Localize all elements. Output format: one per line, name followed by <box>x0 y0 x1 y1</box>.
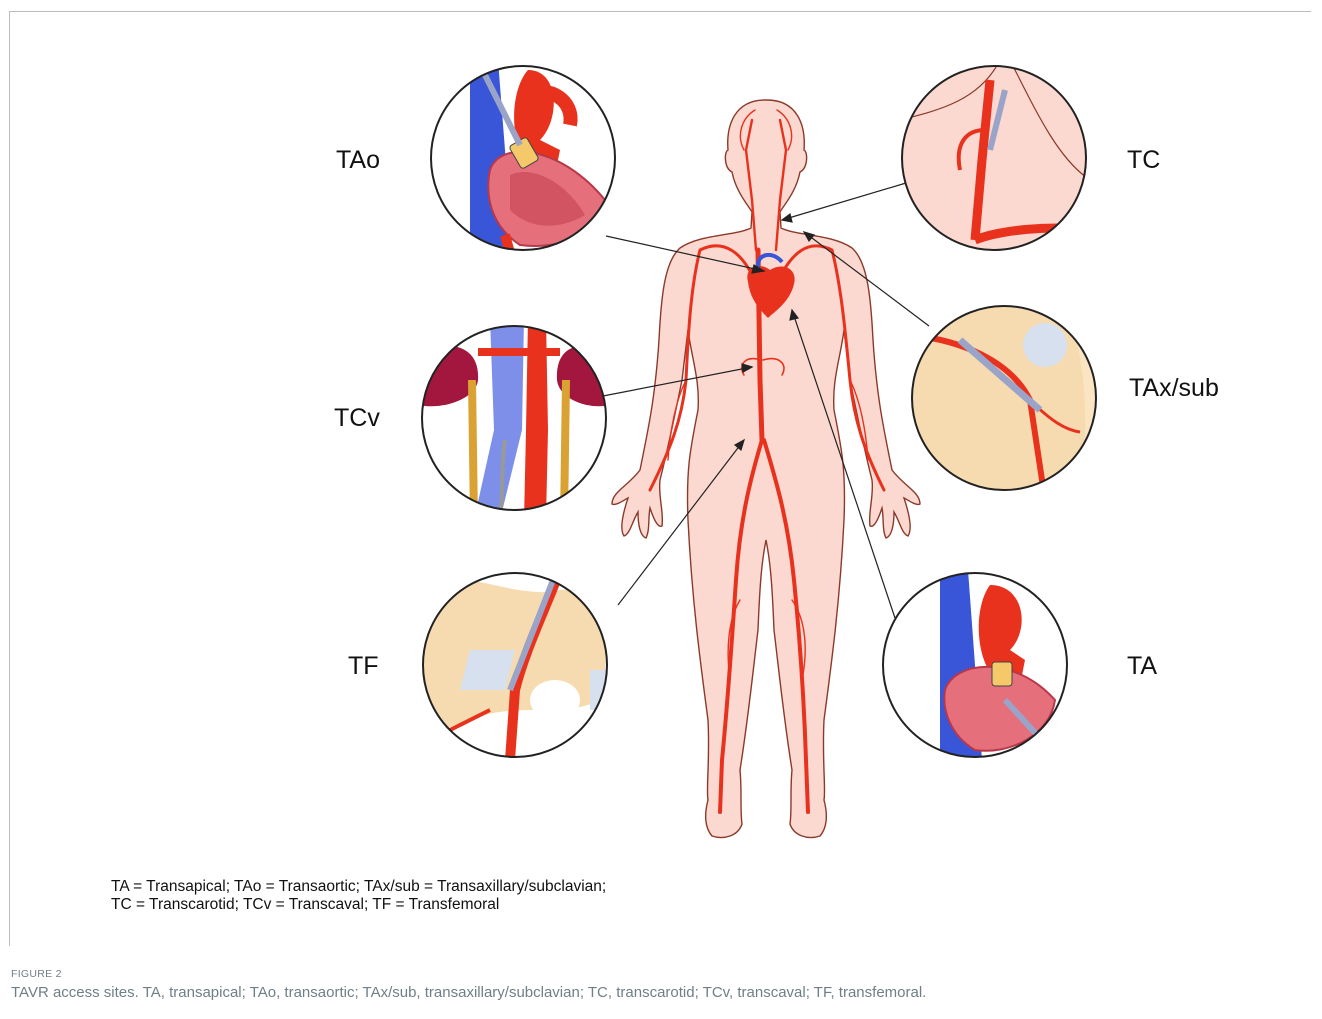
label-taxsub: TAx/sub <box>1129 374 1219 403</box>
inset-ta <box>880 570 1070 770</box>
figure-caption: TAVR access sites. TA, transapical; TAo,… <box>11 984 926 1001</box>
inset-tcv <box>420 318 610 520</box>
legend-line-1: TA = Transapical; TAo = Transaortic; TAx… <box>111 878 606 896</box>
label-tc: TC <box>1127 146 1160 175</box>
label-tcv: TCv <box>334 404 380 433</box>
inset-tc <box>900 60 1090 260</box>
abbreviation-legend: TA = Transapical; TAo = Transaortic; TAx… <box>111 878 606 914</box>
label-ta: TA <box>1127 652 1157 681</box>
figure-number: FIGURE 2 <box>11 968 62 980</box>
label-tf: TF <box>348 652 379 681</box>
label-tao: TAo <box>336 146 380 175</box>
human-body <box>612 100 920 838</box>
inset-taxsub <box>910 300 1100 500</box>
arrow-tc <box>782 183 906 220</box>
inset-tf <box>420 570 615 770</box>
inset-tao <box>420 60 630 260</box>
legend-line-2: TC = Transcarotid; TCv = Transcaval; TF … <box>111 896 606 914</box>
